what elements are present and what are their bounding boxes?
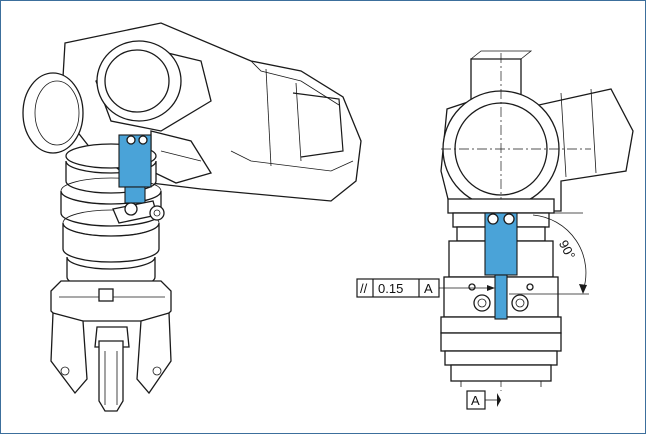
gripper-finger-right <box>136 312 172 395</box>
tolerance-value: 0.15 <box>378 281 403 296</box>
angle-arc <box>532 214 587 292</box>
datum-letter: A <box>471 393 480 408</box>
gripper-finger-center <box>98 340 124 412</box>
datum-label-a: A <box>466 390 501 410</box>
front-view: 90° <box>440 50 634 391</box>
gripper-finger-left <box>50 312 88 395</box>
adapter-pin-front <box>494 274 508 320</box>
angle-label: 90° <box>556 237 578 261</box>
isometric-view <box>22 22 362 412</box>
feature-control-frame: // 0.15 A <box>356 278 495 298</box>
adapter-pin-iso <box>124 186 146 204</box>
wrist-disc <box>22 72 84 154</box>
parallelism-symbol: // <box>360 281 368 296</box>
datum-reference: A <box>424 281 433 296</box>
